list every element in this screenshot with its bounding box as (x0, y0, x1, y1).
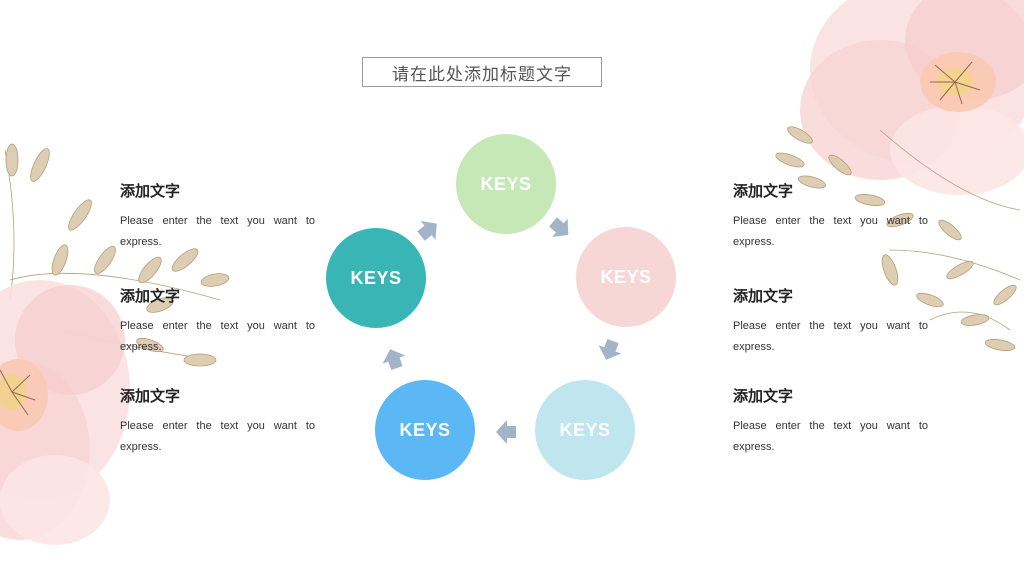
right-leaves-icon (775, 126, 1021, 351)
arrow-icon (382, 349, 406, 371)
top-right-flower-icon (800, 0, 1024, 195)
text-block-body: Please enter the text you want to expres… (120, 320, 315, 353)
bottom-left-flower-icon (0, 280, 130, 545)
text-block-body: Please enter the text you want to expres… (733, 215, 928, 248)
left-text-block-3: 添加文字 Please enter the text you want to e… (120, 385, 315, 458)
cycle-node-1: KEYS (456, 134, 556, 234)
cycle-node-2: KEYS (576, 227, 676, 327)
text-block-title: 添加文字 (120, 387, 181, 405)
text-block-body: Please enter the text you want to expres… (733, 320, 928, 353)
page-title: 请在此处添加标题文字 (362, 57, 602, 87)
text-block-title: 添加文字 (120, 287, 181, 305)
text-block-body: Please enter the text you want to expres… (120, 215, 315, 248)
text-block-title: 添加文字 (733, 387, 794, 405)
cycle-node-4: KEYS (375, 380, 475, 480)
arrow-icon (496, 420, 516, 444)
arrow-icon (417, 221, 437, 241)
text-block-title: 添加文字 (120, 182, 181, 200)
cycle-node-5: KEYS (326, 228, 426, 328)
cycle-node-3: KEYS (535, 380, 635, 480)
text-block-body: Please enter the text you want to expres… (120, 420, 315, 453)
left-text-block-2: 添加文字 Please enter the text you want to e… (120, 285, 315, 358)
arrow-icon (598, 338, 622, 360)
right-text-block-2: 添加文字 Please enter the text you want to e… (733, 285, 928, 358)
left-text-block-1: 添加文字 Please enter the text you want to e… (120, 180, 315, 253)
right-text-block-1: 添加文字 Please enter the text you want to e… (733, 180, 928, 253)
arrow-icon (549, 217, 569, 237)
left-leaves-icon (4, 143, 230, 367)
text-block-title: 添加文字 (733, 287, 794, 305)
cycle-arrows (382, 217, 622, 444)
text-block-body: Please enter the text you want to expres… (733, 420, 928, 453)
text-block-title: 添加文字 (733, 182, 794, 200)
right-text-block-3: 添加文字 Please enter the text you want to e… (733, 385, 928, 458)
